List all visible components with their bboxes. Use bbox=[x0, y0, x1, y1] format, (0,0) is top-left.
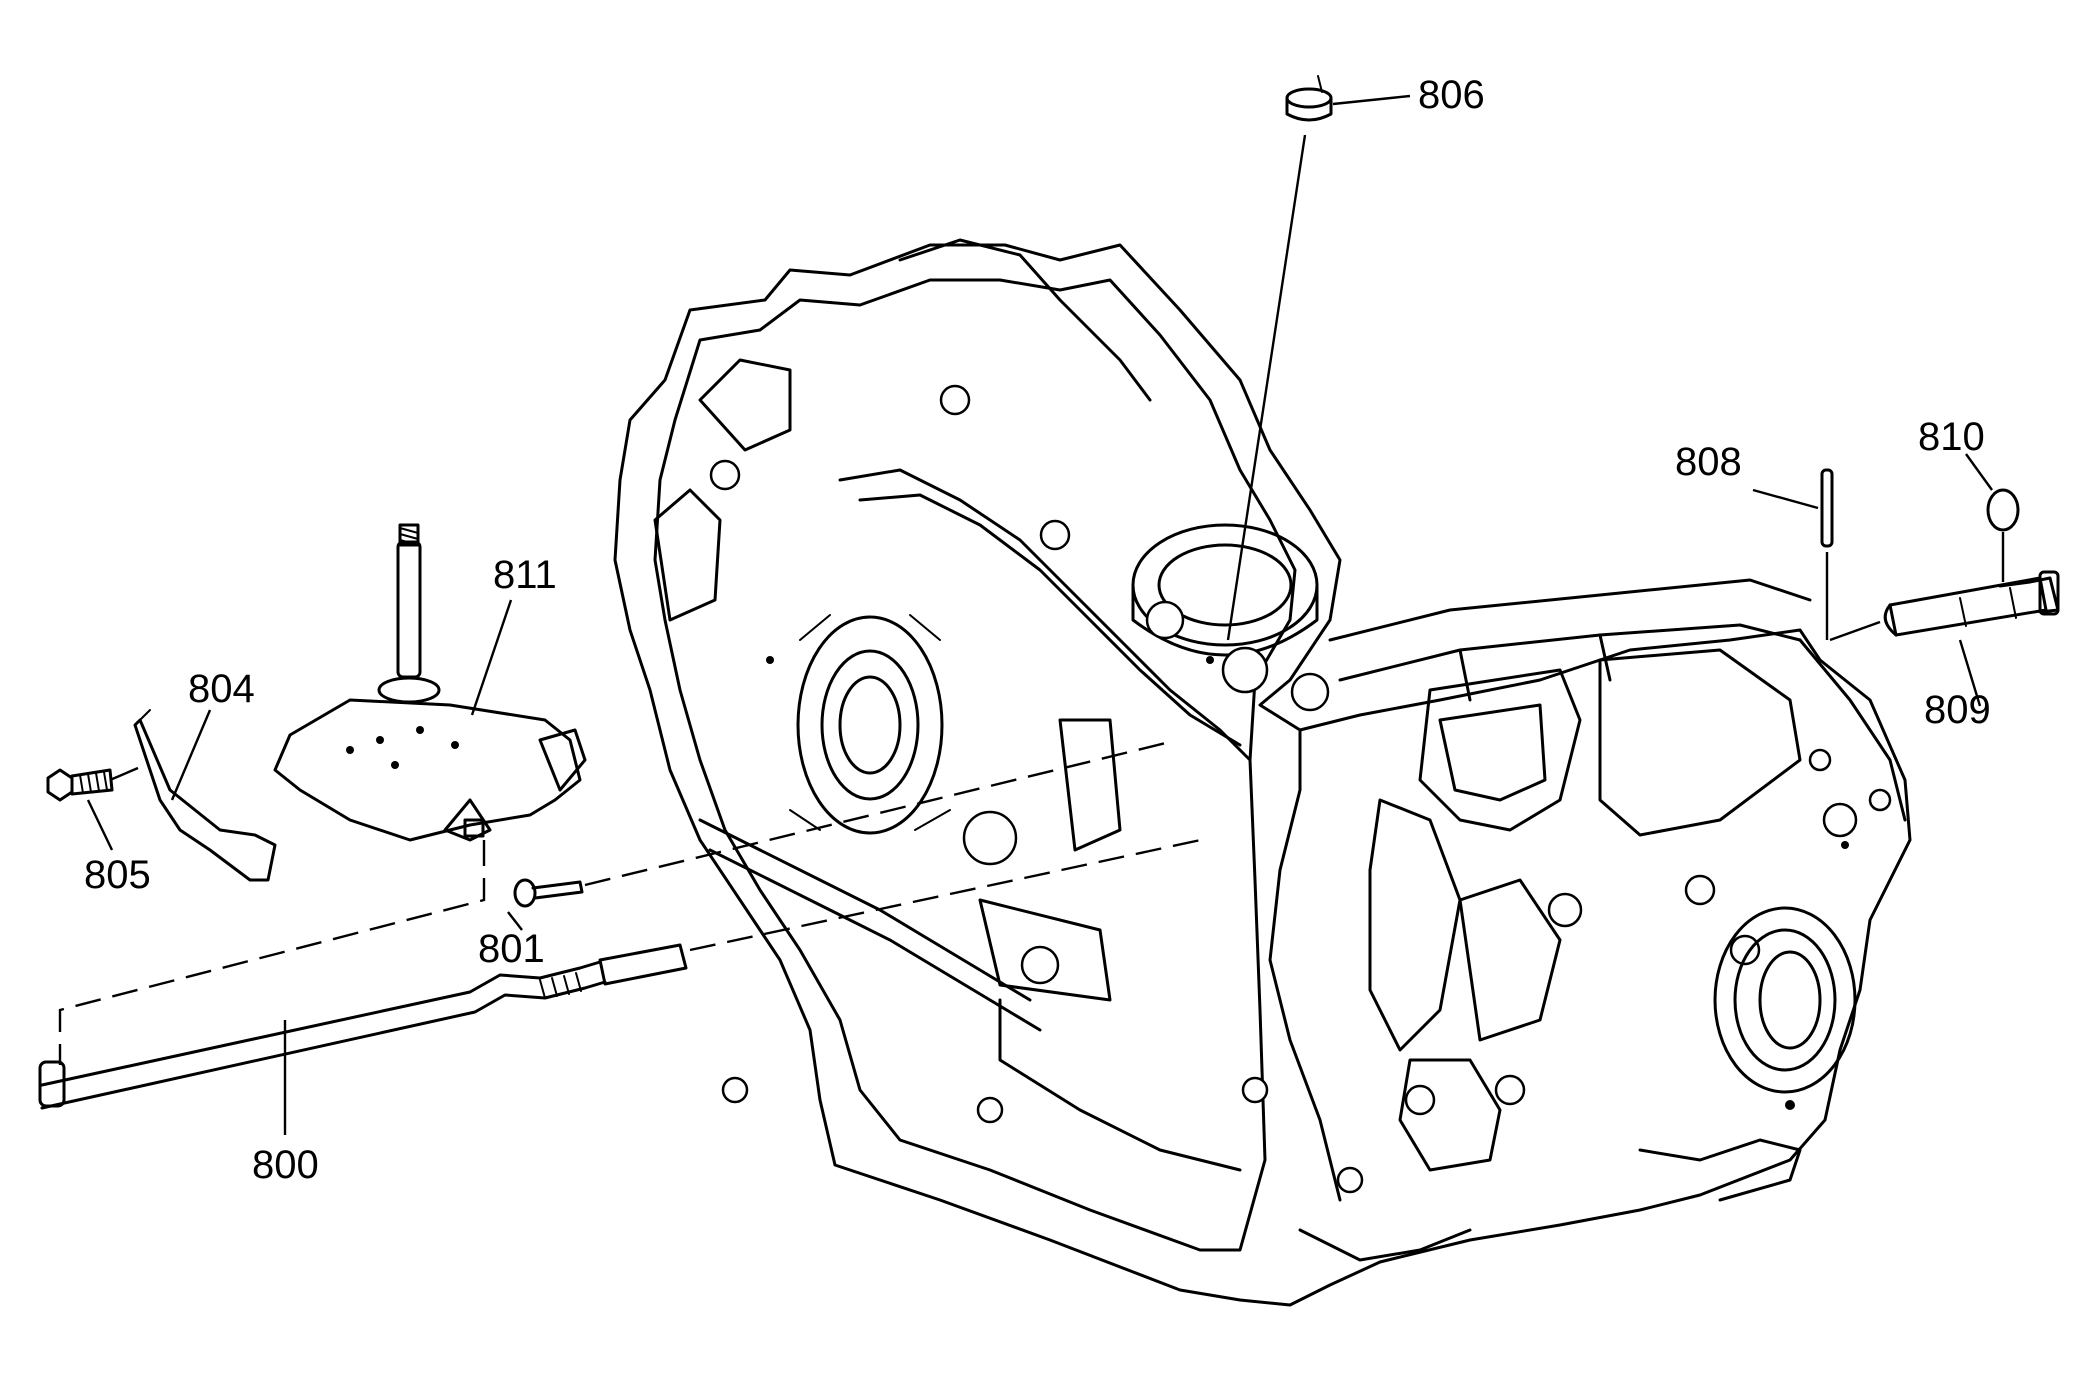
part-806-seal bbox=[1226, 75, 1411, 641]
part-810-o-ring bbox=[1965, 453, 2020, 582]
part-801-screw bbox=[507, 740, 1171, 931]
callout-809: 809 bbox=[1924, 688, 1991, 732]
callout-811: 811 bbox=[493, 553, 557, 597]
part-808-pin bbox=[1752, 468, 1834, 640]
part-811-switch bbox=[58, 523, 587, 1065]
part-809-shaft bbox=[1829, 570, 2060, 707]
callout-806: 806 bbox=[1418, 73, 1485, 117]
callout-810: 810 bbox=[1918, 415, 1985, 459]
part-805-bolt bbox=[46, 766, 139, 851]
callout-labels: 800 801 804 805 806 808 809 810 811 bbox=[84, 73, 1991, 1187]
part-804-lever bbox=[133, 709, 277, 882]
callout-804: 804 bbox=[188, 667, 255, 711]
callout-800: 800 bbox=[252, 1143, 319, 1187]
callout-805: 805 bbox=[84, 853, 151, 897]
callout-801: 801 bbox=[478, 927, 545, 971]
callout-808: 808 bbox=[1675, 440, 1742, 484]
transaxle-case bbox=[613, 238, 1912, 1307]
part-800-cable bbox=[38, 836, 1211, 1135]
